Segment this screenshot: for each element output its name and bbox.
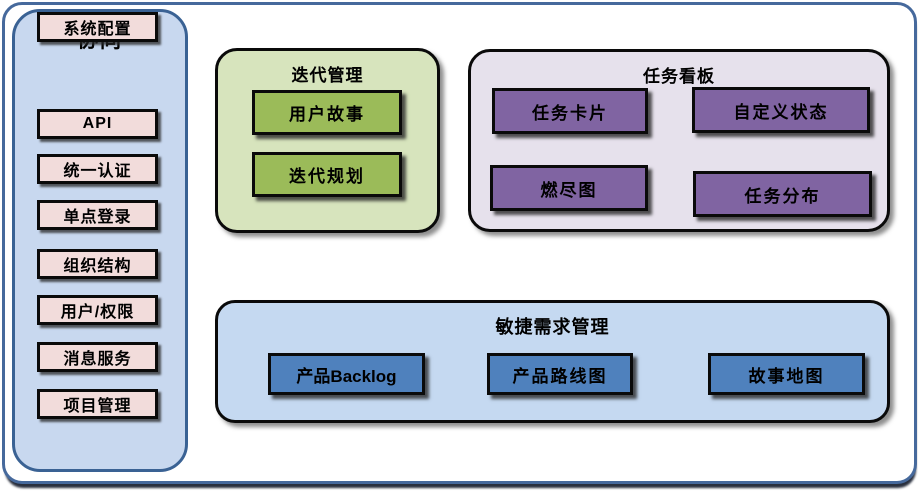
- feature-custom-status: 自定义状态: [692, 87, 870, 133]
- iteration-management-panel: 迭代管理 用户故事 迭代规划: [215, 48, 440, 233]
- agile-requirements-title: 敏捷需求管理: [495, 317, 610, 337]
- sidebar-item-org-structure: 组织结构: [37, 249, 158, 279]
- sidebar-item-system-config: 系统配置: [37, 12, 158, 42]
- feature-burndown-chart: 燃尽图: [490, 165, 648, 211]
- feature-task-card: 任务卡片: [492, 88, 648, 134]
- task-board-panel: 任务看板 任务卡片 自定义状态 燃尽图 任务分布: [468, 49, 890, 232]
- sidebar-item-api: API: [37, 109, 158, 139]
- sidebar-item-message-service: 消息服务: [37, 342, 158, 372]
- agile-requirements-panel: 敏捷需求管理 产品Backlog 产品路线图 故事地图: [215, 300, 890, 423]
- feature-product-backlog: 产品Backlog: [268, 353, 425, 395]
- feature-user-story: 用户故事: [252, 90, 402, 135]
- collaboration-panel: 协同 API 统一认证 单点登录 组织结构 用户/权限 消息服务 项目管理 系统…: [12, 9, 188, 472]
- feature-story-map: 故事地图: [708, 353, 865, 395]
- iteration-management-title: 迭代管理: [291, 66, 364, 85]
- sidebar-item-users-permissions: 用户/权限: [37, 295, 158, 325]
- feature-product-roadmap: 产品路线图: [487, 353, 633, 395]
- sidebar-item-project-management: 项目管理: [37, 389, 158, 419]
- outer-frame: 协同 API 统一认证 单点登录 组织结构 用户/权限 消息服务 项目管理 系统…: [2, 2, 917, 484]
- sidebar-item-sso: 单点登录: [37, 200, 158, 230]
- task-board-title: 任务看板: [643, 67, 715, 86]
- feature-iteration-planning: 迭代规划: [252, 152, 402, 197]
- sidebar-item-unified-auth: 统一认证: [37, 154, 158, 184]
- feature-task-distribution: 任务分布: [693, 171, 872, 217]
